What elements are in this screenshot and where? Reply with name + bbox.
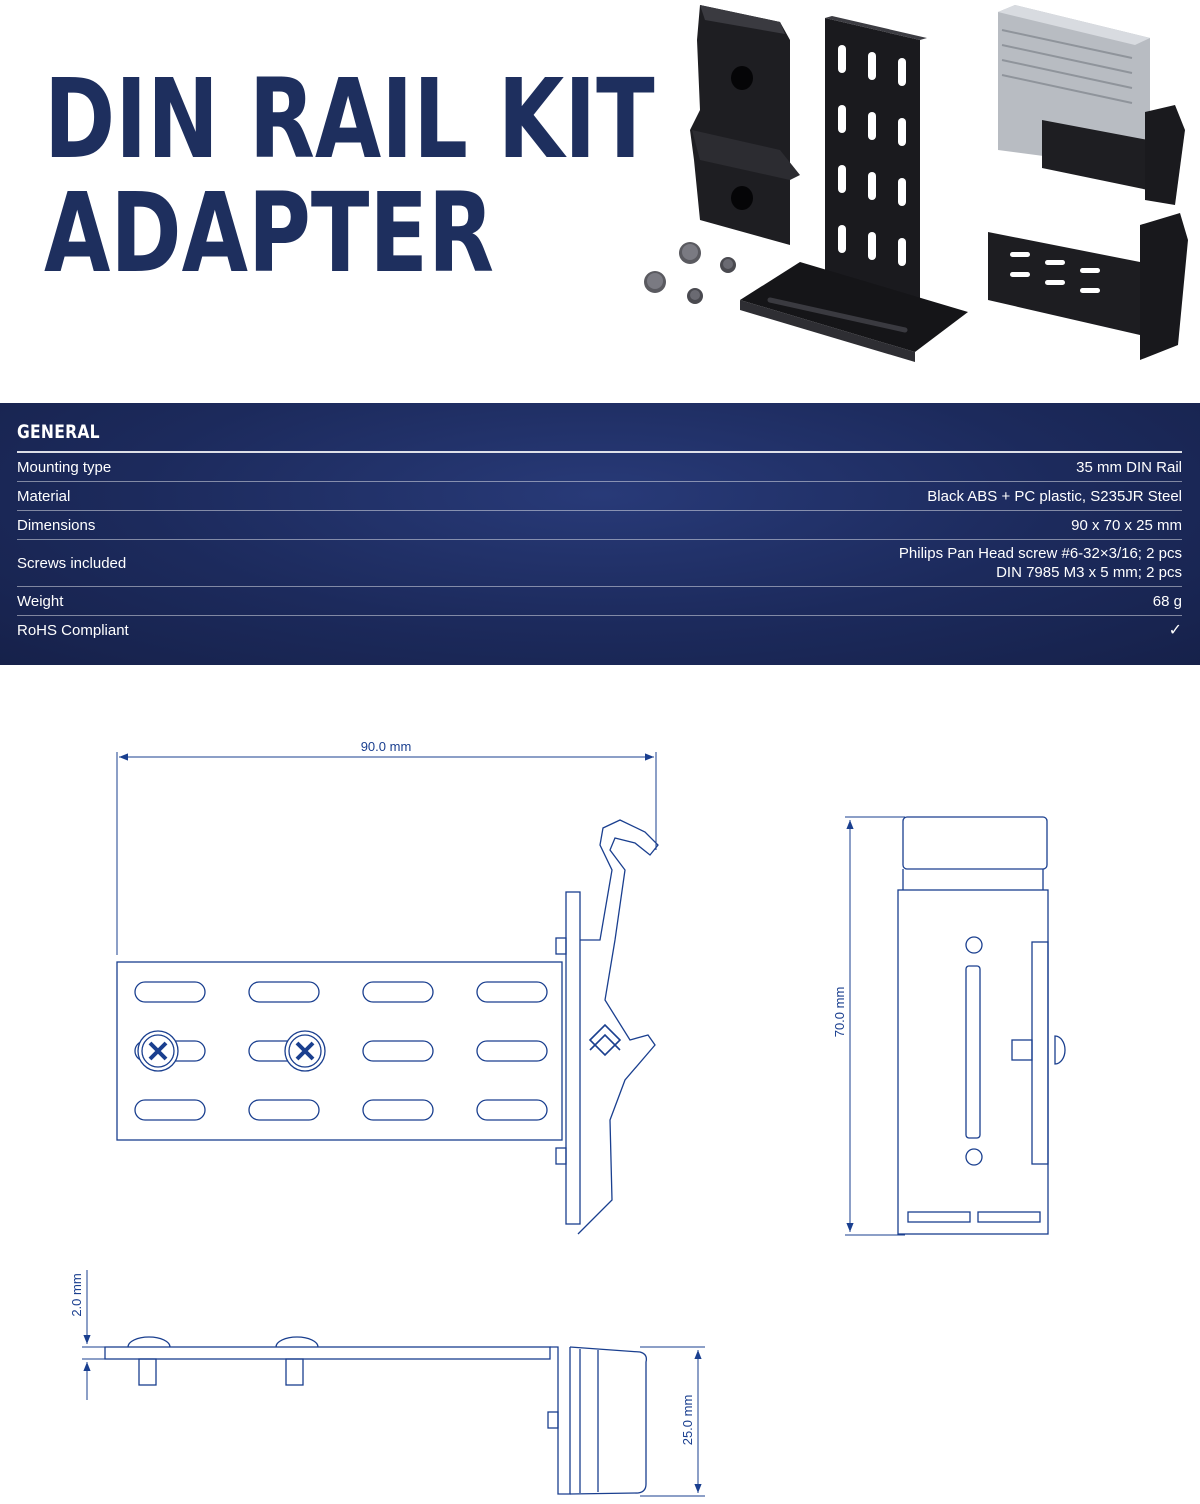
height-dimension-label: 70.0 mm xyxy=(832,987,847,1038)
width-dimension-label: 90.0 mm xyxy=(361,739,412,754)
spec-row-screws-included: Screws included Philips Pan Head screw #… xyxy=(17,540,1182,587)
side-view-drawing: 70.0 mm xyxy=(832,816,1066,1236)
din-clip-outline xyxy=(555,819,659,1235)
device-assembly-image xyxy=(998,5,1185,205)
spec-label: Mounting type xyxy=(17,458,112,476)
title-line-1: DIN RAIL KIT xyxy=(44,55,655,183)
screw-head-icon xyxy=(137,1030,326,1072)
spec-label: RoHS Compliant xyxy=(17,621,129,639)
bottom-view-drawing: 2.0 mm 25.0 mm xyxy=(69,1270,705,1497)
spec-label: Material xyxy=(17,487,71,505)
mounting-plate-image xyxy=(740,16,968,362)
spec-row-dimensions: Dimensions 90 x 70 x 25 mm xyxy=(17,511,1182,540)
spec-value: 90 x 70 x 25 mm xyxy=(1071,516,1182,534)
plate-slots xyxy=(134,981,548,1121)
spec-label: Screws included xyxy=(17,554,127,572)
depth-dimension-label: 25.0 mm xyxy=(680,1395,695,1446)
product-photo xyxy=(644,5,1188,362)
spec-row-rohs-compliant: RoHS Compliant ✓ xyxy=(17,616,1182,644)
spec-value: 35 mm DIN Rail xyxy=(1076,458,1182,476)
screws-image xyxy=(644,242,736,304)
spec-value: Black ABS + PC plastic, S235JR Steel xyxy=(927,487,1182,505)
spec-row-weight: Weight 68 g xyxy=(17,587,1182,616)
page-title: DIN RAIL KIT ADAPTER xyxy=(44,62,655,290)
spec-label: Weight xyxy=(17,592,64,610)
front-view-drawing: 90.0 mm xyxy=(116,739,659,1235)
spec-row-material: Material Black ABS + PC plastic, S235JR … xyxy=(17,482,1182,511)
spec-value: Philips Pan Head screw #6-32×3/16; 2 pcs… xyxy=(899,544,1182,582)
spec-value-line-2: DIN 7985 M3 x 5 mm; 2 pcs xyxy=(996,564,1182,581)
spec-label: Dimensions xyxy=(17,516,96,534)
spec-value: 68 g xyxy=(1152,592,1182,610)
specs-heading: GENERAL xyxy=(17,421,100,443)
title-line-2: ADAPTER xyxy=(44,169,495,297)
adapter-assembly-image xyxy=(988,213,1188,360)
spec-value-line-1: Philips Pan Head screw #6-32×3/16; 2 pcs xyxy=(898,545,1182,562)
spec-row-mounting-type: Mounting type 35 mm DIN Rail xyxy=(17,453,1182,482)
specs-panel: GENERAL Mounting type 35 mm DIN Rail Mat… xyxy=(0,403,1200,665)
din-clip-image xyxy=(690,5,800,245)
specs-divider xyxy=(17,451,1182,453)
thickness-dimension-label: 2.0 mm xyxy=(69,1273,84,1316)
check-icon: ✓ xyxy=(1168,621,1182,639)
